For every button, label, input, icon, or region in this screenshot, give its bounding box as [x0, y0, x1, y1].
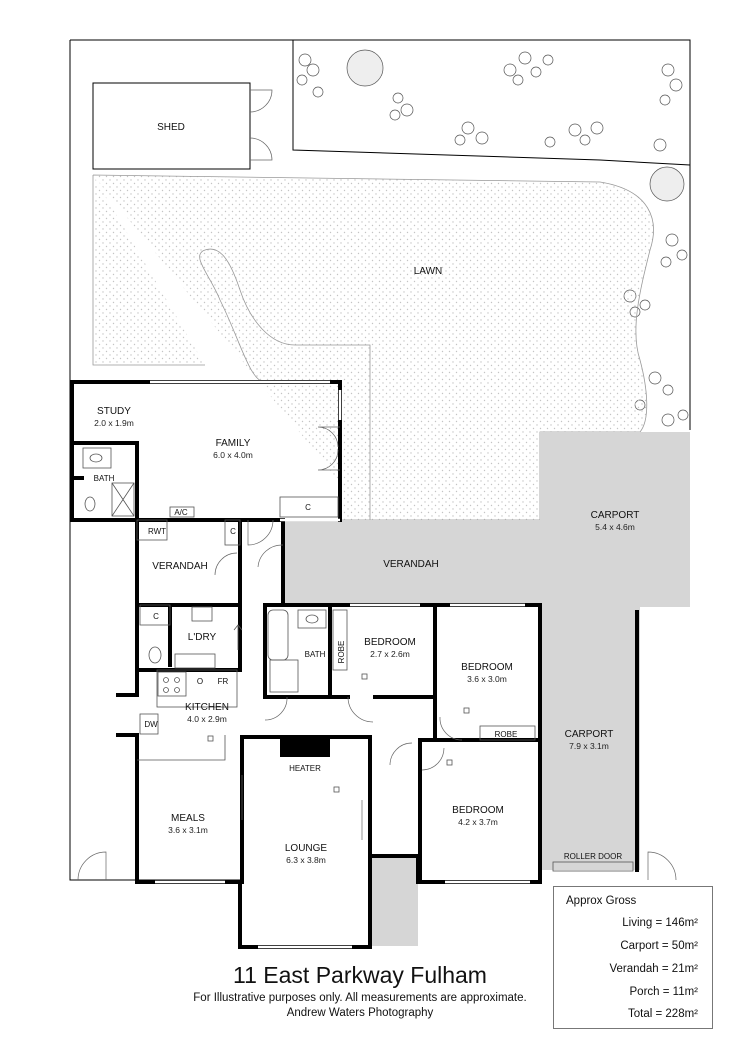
laundry-cupboard-label: C: [153, 612, 159, 621]
kitchen-size: 4.0 x 2.9m: [187, 714, 227, 724]
family-label: FAMILY: [216, 438, 251, 449]
carport1-label: CARPORT: [591, 510, 640, 521]
rwt-label: RWT: [148, 527, 166, 536]
carport1-size: 5.4 x 4.6m: [595, 522, 635, 532]
area-verandah: Verandah = 21m²: [609, 963, 698, 975]
carport-side-area: [540, 605, 640, 870]
heater-label: HEATER: [289, 764, 321, 773]
shed: [92, 82, 251, 170]
carport2-size: 7.9 x 3.1m: [569, 741, 609, 751]
area-total: Total = 228m²: [628, 1008, 698, 1020]
family-size: 6.0 x 4.0m: [213, 450, 253, 460]
fridge-label: FR: [218, 677, 229, 686]
dishwasher-label: DW: [144, 720, 158, 729]
bedroom3-label: BEDROOM: [452, 805, 504, 816]
study-label: STUDY: [97, 406, 131, 417]
bedroom1-size: 2.7 x 2.6m: [370, 649, 410, 659]
area-summary-box: Approx Gross Living = 146m² Carport = 50…: [553, 886, 713, 1029]
kitchen-label: KITCHEN: [185, 702, 229, 713]
area-porch: Porch = 11m²: [629, 986, 699, 998]
meals-size: 3.6 x 3.1m: [168, 825, 208, 835]
credit-text: Andrew Waters Photography: [286, 1007, 434, 1019]
disclaimer-text: For Illustrative purposes only. All meas…: [193, 992, 527, 1004]
shed-label: SHED: [157, 122, 185, 133]
carport-front-area: [540, 432, 690, 607]
bedroom1-label: BEDROOM: [364, 637, 416, 648]
verandah-rear-area: [283, 520, 540, 605]
lawn-label: LAWN: [414, 266, 443, 277]
garden-bed-edge: [292, 40, 691, 166]
area-living: Living = 146m²: [622, 917, 698, 929]
lounge-size: 6.3 x 3.8m: [286, 855, 326, 865]
door-swings: [77, 426, 677, 881]
bedroom2-size: 3.6 x 3.0m: [467, 674, 507, 684]
verandah-small-label: VERANDAH: [152, 561, 208, 572]
laundry-label: L'DRY: [188, 632, 217, 643]
plan-title: 11 East Parkway Fulham: [233, 962, 487, 988]
area-carport: Carport = 50m²: [620, 940, 698, 952]
ac-label: A/C: [174, 508, 188, 517]
area-summary-heading: Approx Gross: [566, 895, 637, 907]
robe1-label: ROBE: [337, 641, 346, 664]
oven-label: O: [197, 677, 203, 686]
lawn-area: [92, 174, 654, 521]
study-size: 2.0 x 1.9m: [94, 418, 134, 428]
porch-area: [370, 856, 418, 946]
verandah-cupboard-label: C: [230, 527, 236, 536]
lounge-label: LOUNGE: [285, 843, 328, 854]
meals-label: MEALS: [171, 813, 205, 824]
bath2-label: BATH: [305, 650, 326, 659]
shed-doors: [249, 89, 273, 161]
verandah-large-label: VERANDAH: [383, 559, 439, 570]
bath1-label: BATH: [94, 474, 115, 483]
windows: [116, 380, 530, 949]
carport2-label: CARPORT: [565, 729, 614, 740]
fixtures: [82, 447, 634, 872]
bedroom3-size: 4.2 x 3.7m: [458, 817, 498, 827]
family-cupboard-label: C: [305, 503, 311, 512]
roller-door-label: ROLLER DOOR: [564, 852, 622, 861]
robe2-label: ROBE: [495, 730, 518, 739]
bedroom2-label: BEDROOM: [461, 662, 513, 673]
